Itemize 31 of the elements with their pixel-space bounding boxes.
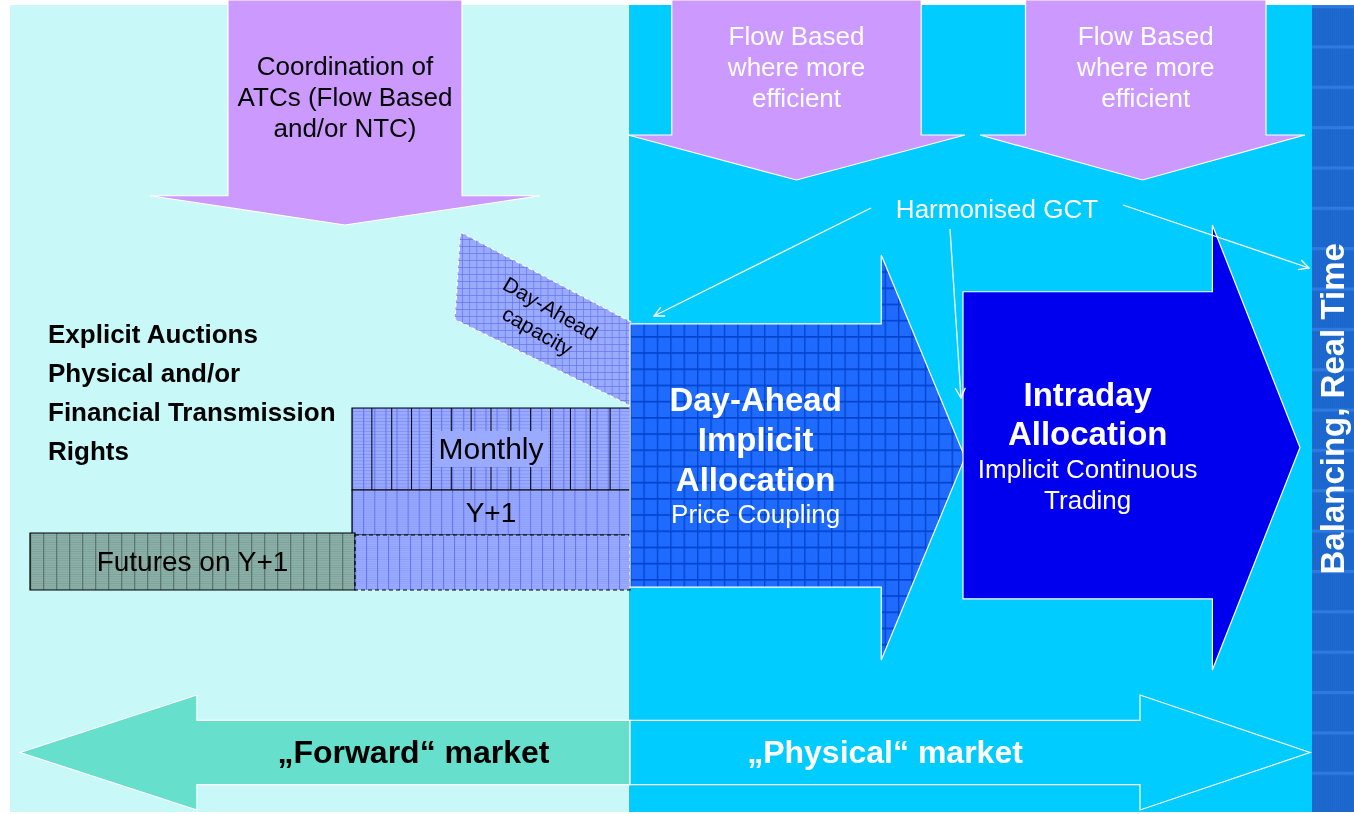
arrow [653, 207, 872, 317]
parallelogram [455, 232, 633, 407]
arrow-label: Flow Based where more efficient [726, 20, 867, 115]
block [352, 408, 630, 490]
bar-label: Balancing, Real Time [1313, 242, 1353, 575]
block [30, 533, 355, 590]
block-label: Futures on Y+1 [96, 544, 289, 579]
left-pointing-banner [20, 695, 630, 810]
down-pointing-banner [980, 0, 1305, 180]
empty-block [355, 535, 630, 590]
block [352, 490, 630, 535]
block-label: Y+1 [465, 495, 517, 530]
arrow-label: Price Coupling [671, 499, 841, 531]
arrow-label: Implicit Continuous Trading [976, 453, 1199, 517]
down-pointing-banner [628, 0, 965, 180]
arrow-heading: Intraday Allocation [1006, 374, 1169, 454]
right-pointing-banner [630, 255, 965, 660]
arrow [1122, 204, 1310, 271]
arrow-label: „Physical“ market [747, 733, 1023, 772]
arrow [949, 228, 966, 399]
vertical-bar [1312, 5, 1354, 812]
right-pointing-banner [963, 225, 1300, 670]
block-label: Monthly [434, 431, 548, 467]
arrow-label: „Forward“ market [277, 733, 550, 772]
arrow-label: Flow Based where more efficient [1076, 20, 1216, 115]
right-pointing-banner [630, 695, 1310, 810]
gct-label: Harmonised GCT [895, 194, 1099, 226]
arrow-heading: Day-Ahead Implicit Allocation [668, 380, 843, 500]
down-pointing-banner [150, 0, 540, 225]
heading-text: Explicit Auctions Physical and/or Financial Transmission Rights [48, 318, 337, 468]
arrow-label: Coordination of ATCs (Flow Based and/or NTC) [236, 51, 454, 145]
